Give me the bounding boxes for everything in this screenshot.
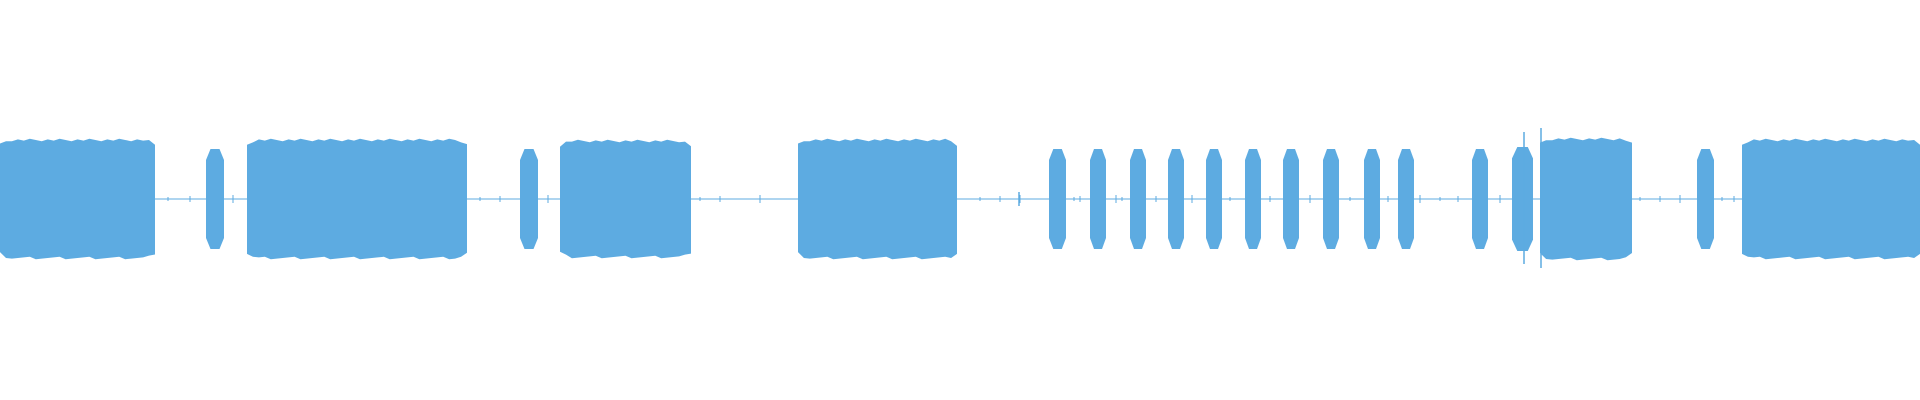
waveform-pulse-4 [1090, 149, 1106, 249]
waveform-pulse-9 [1283, 149, 1299, 249]
waveform-pulse-6 [1168, 149, 1184, 249]
waveform-pulse-5 [1130, 149, 1146, 249]
waveform-pulse-3 [1049, 149, 1066, 249]
waveform-block-6 [1742, 138, 1920, 260]
waveform-pulse-15 [1697, 149, 1714, 249]
waveform-pulse-14 [1512, 147, 1533, 251]
waveform-pulse-1 [206, 149, 224, 249]
waveform-pulse-12 [1398, 149, 1414, 249]
waveform-pulse-13 [1472, 149, 1488, 249]
waveform-pulse-10 [1323, 149, 1339, 249]
waveform-pulse-8 [1245, 149, 1261, 249]
waveform-pulse-11 [1364, 149, 1380, 249]
waveform-pulse-2 [520, 149, 538, 249]
waveform-block-2 [247, 138, 467, 260]
waveform-pulse-7 [1206, 149, 1222, 249]
waveform-block-3 [560, 139, 691, 259]
waveform-block-4 [798, 138, 957, 260]
waveform-block-1 [0, 138, 155, 260]
waveform-block-5 [1540, 137, 1632, 261]
